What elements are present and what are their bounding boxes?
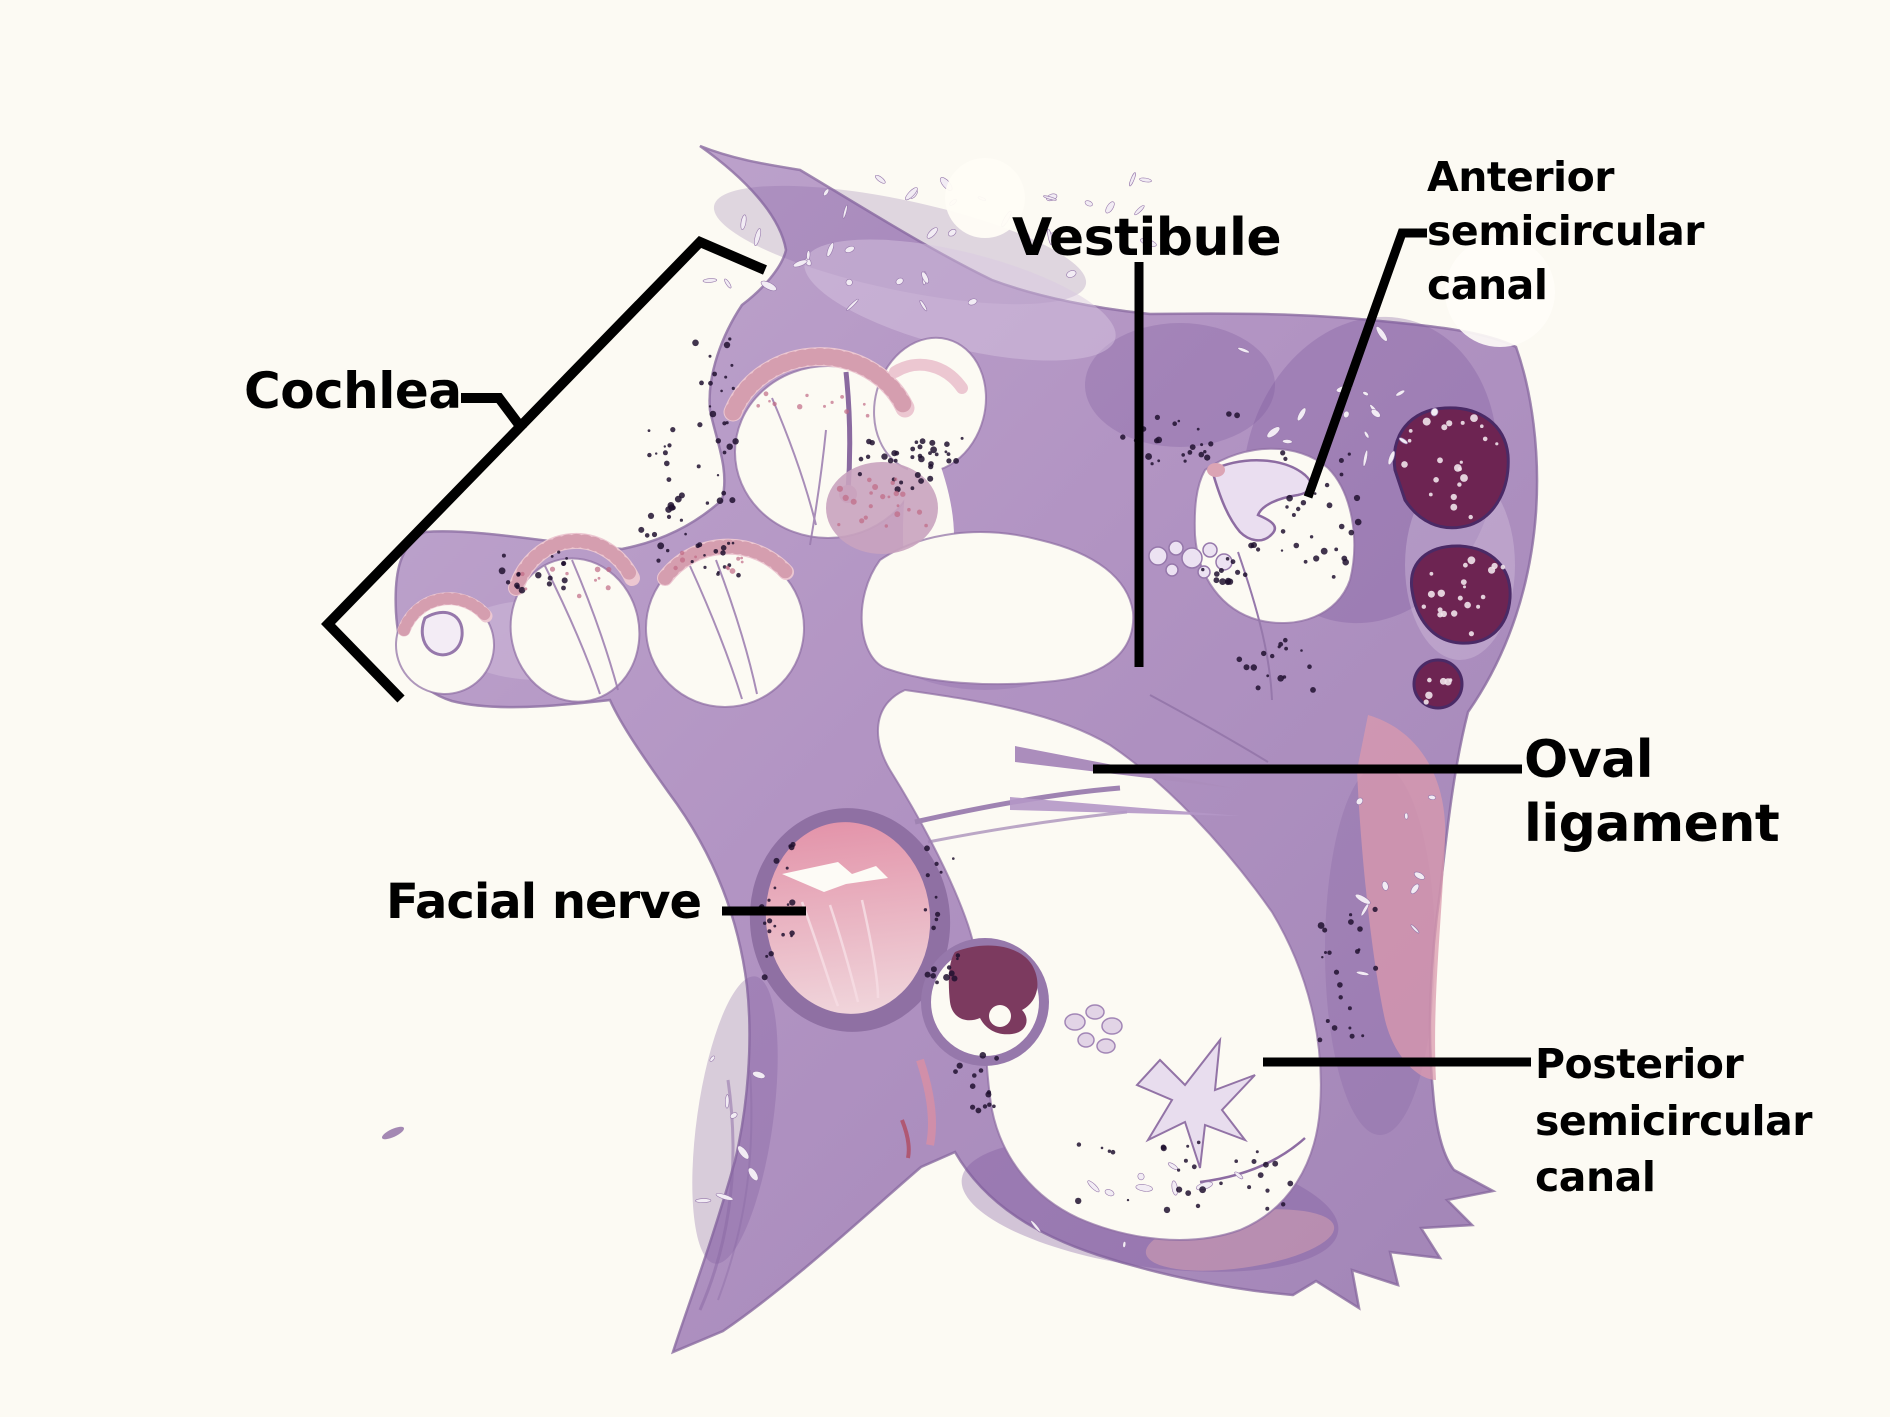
ampulla-cross-section [921,938,1049,1066]
bone-strut-streaks [698,1069,753,1311]
cochlea-detail [397,347,968,700]
leader-lines [321,228,1531,1067]
posterior-canal-crista [1135,1036,1256,1169]
vestibule-cavity [860,531,1135,686]
cochlea-connector-line [461,393,527,433]
cochlea-bracket-line [321,236,767,703]
ampulla-macula [948,945,1038,1035]
oval-ligament [1010,797,1240,816]
posterior-canal-duct [1199,1137,1306,1184]
light-artifact [945,158,1025,238]
anterior-duct-pink-tip [1207,463,1225,477]
label-posterior-semicircular-canal: Posterior semicircular canal [1535,1040,1813,1202]
ampulla-notch [989,1005,1011,1027]
spiral-ligament-bands [397,347,968,637]
label-oval-ligament: Oval ligament [1524,730,1780,855]
bone-marrow-patches [1392,406,1512,710]
marrow-specks [1401,414,1506,705]
facial-nerve-cross-section [749,808,951,1032]
vestibular-membrane-strand [927,810,1128,844]
ganglion-dots [520,391,928,599]
label-anterior-semicircular-canal: Anterior semicircular canal [1427,153,1705,310]
spiral-ganglion [826,462,938,554]
apex-hook-membrane [420,610,464,657]
nerve-bundle-cluster [1064,1004,1123,1054]
label-vestibule: Vestibule [1012,208,1282,268]
membrane-filament [1237,551,1273,701]
cochlea-cavities [395,336,987,708]
light-artifact [1445,237,1555,347]
label-cochlea: Cochlea [244,362,462,420]
eosinophilic-bone-band [1357,715,1446,1080]
cochlear-membranes [544,397,827,700]
facial-nerve-cleft [782,862,888,892]
anterior-canal-leader-line [1303,228,1427,499]
osteoblast-speckles [498,337,1379,1214]
membrane-filament [1149,694,1269,763]
blood-vessel-streak [916,1058,936,1146]
anterior-canal-duct [1210,459,1313,542]
label-facial-nerve: Facial nerve [386,874,702,930]
blood-vessel-streak [900,1119,911,1159]
tissue-fleck [381,1126,405,1140]
nerve-fascicle-streaks [800,899,880,1007]
